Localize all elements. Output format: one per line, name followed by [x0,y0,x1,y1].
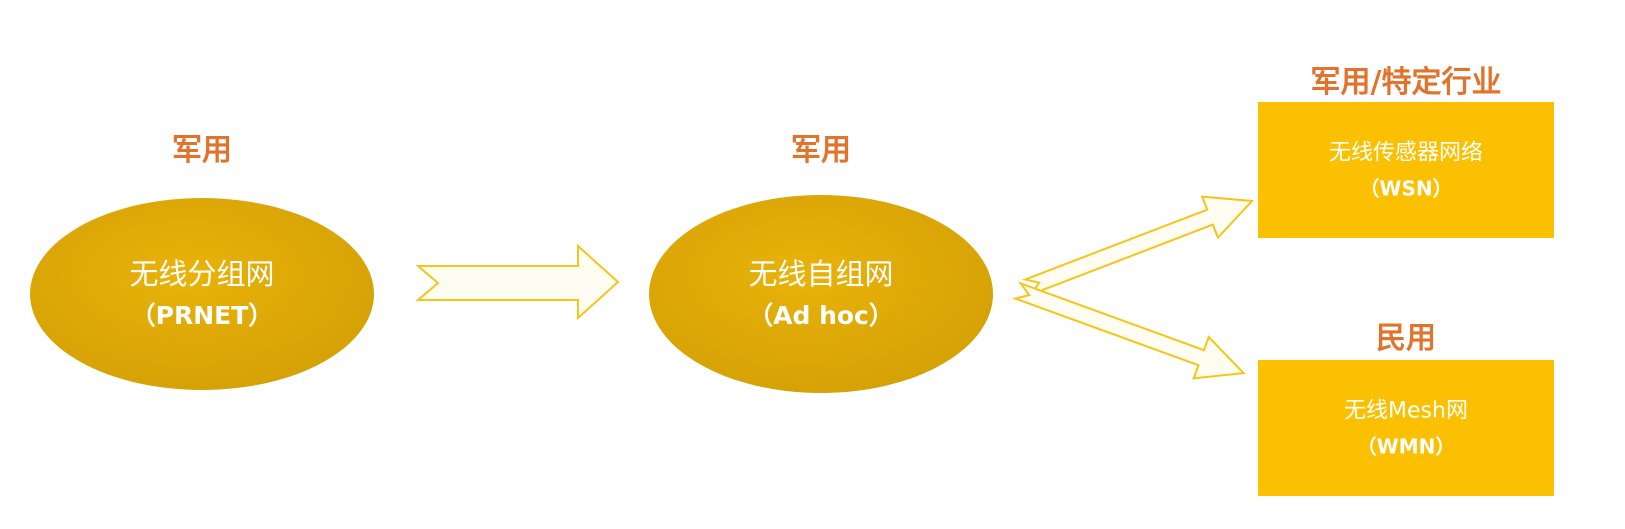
box-wmn-text: 无线Mesh网 （WMN） [1344,392,1468,463]
arrow-adhoc-to-wmn [1011,281,1246,380]
node-prnet: 无线分组网 （PRNET） [129,252,274,336]
node-adhoc-name: 无线自组网 [748,257,894,292]
ellipse-prnet [30,198,374,390]
ellipse-adhoc [649,195,993,393]
node-adhoc-abbr: （Ad hoc） [748,301,894,331]
box-wsn-name: 无线传感器网络 [1328,140,1484,166]
node-adhoc: 无线自组网 （Ad hoc） [748,252,894,336]
box-wsn-abbr: （WSN） [1359,176,1453,201]
arrow-prnet-to-adhoc [415,243,620,321]
box-wsn [1258,102,1554,238]
node-prnet-abbr: （PRNET） [130,301,274,331]
box-wmn [1258,360,1554,496]
label-civilian: 民用 [1376,321,1436,356]
label-military-prnet: 军用 [172,133,232,168]
box-wmn-abbr: （WMN） [1356,434,1456,459]
box-wsn-text: 无线传感器网络 （WSN） [1329,134,1483,205]
node-prnet-name: 无线分组网 [129,257,275,292]
box-wmn-name: 无线Mesh网 [1344,398,1468,424]
label-military-adhoc: 军用 [791,133,851,168]
label-military-industry: 军用/特定行业 [1310,65,1502,100]
arrow-adhoc-to-wsn [1021,195,1255,297]
